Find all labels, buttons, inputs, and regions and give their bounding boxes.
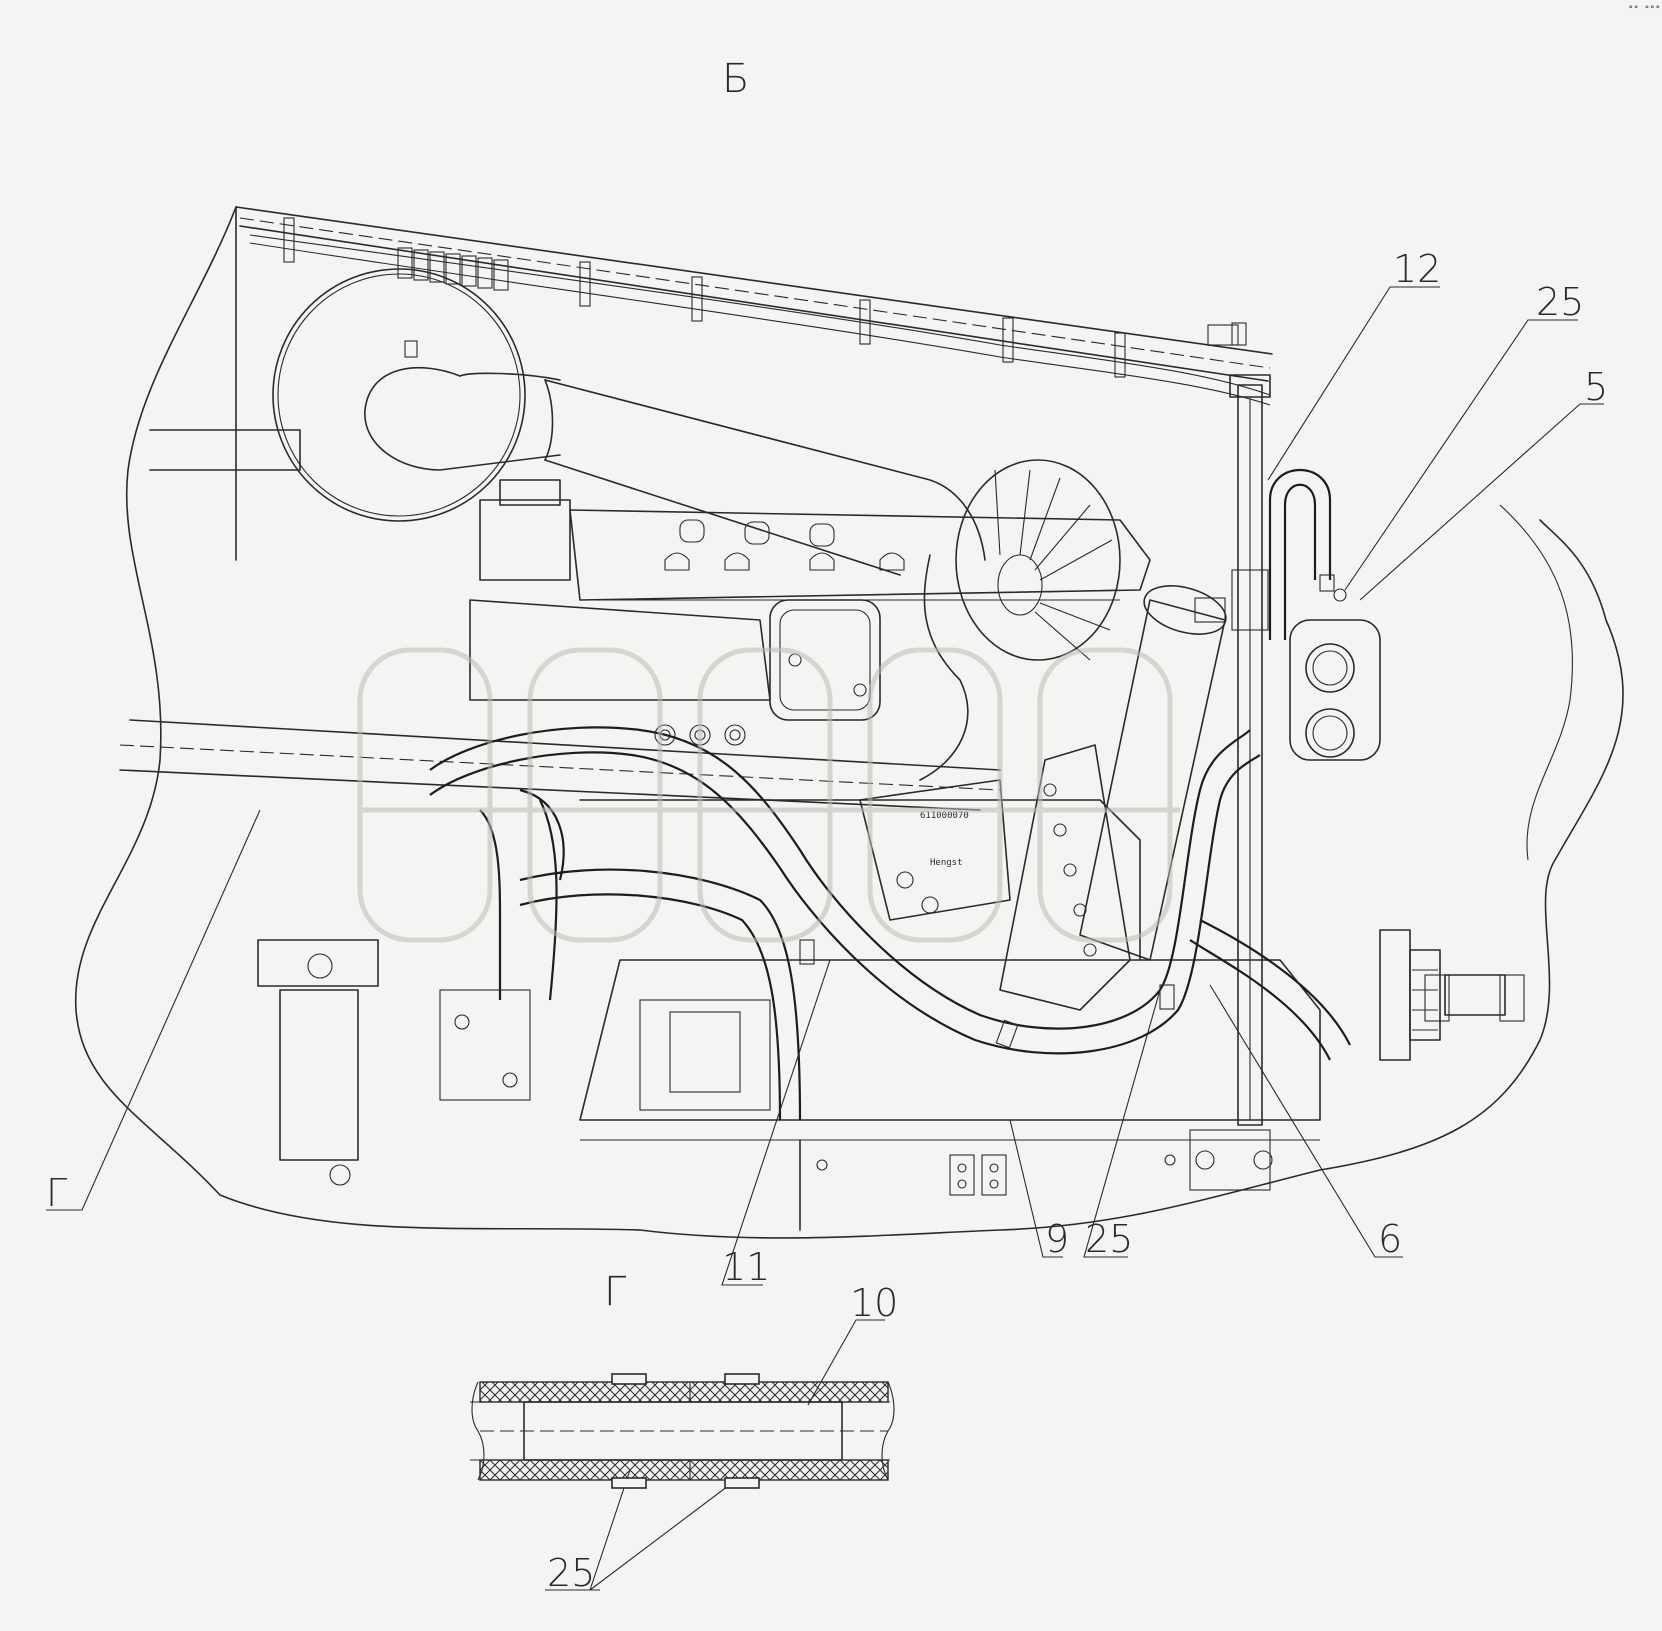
callout-6: 6 — [1378, 1217, 1402, 1261]
engine-block — [469, 479, 1151, 746]
part-number: 611000070 — [920, 811, 969, 821]
callout-25-section: 25 — [547, 1551, 595, 1595]
callout-25-bottom: 25 — [1085, 1217, 1133, 1261]
callout-9: 9 — [1045, 1217, 1069, 1261]
callout-5: 5 — [1584, 365, 1608, 409]
fuel-filter — [1079, 585, 1227, 961]
upper-frame-rail — [235, 206, 1273, 406]
left-bracket-assembly — [119, 206, 1001, 1186]
corner-marks: °° °°° — [1628, 5, 1661, 15]
callout-10: 10 — [850, 1281, 898, 1325]
watermark-logo — [357, 647, 1180, 943]
view-boundary-right — [1499, 504, 1573, 861]
section-title-g: Г — [604, 1269, 627, 1315]
view-boundary — [74, 206, 1624, 1239]
callout-25-top: 25 — [1536, 280, 1584, 324]
hose-section-view — [470, 1373, 895, 1489]
vertical-support-post — [1189, 374, 1273, 1191]
callout-12: 12 — [1393, 247, 1441, 291]
coolant-hose-main — [429, 726, 1261, 1055]
callout-leaders — [46, 286, 1604, 1591]
view-title-b: Б — [722, 56, 749, 102]
filter-module: 611000070 Hengst — [859, 744, 1131, 1011]
brand-plate: Hengst — [930, 858, 963, 868]
air-cleaner-housing — [272, 268, 561, 522]
coolant-hose-upper — [479, 788, 565, 1001]
lower-engine-structure — [579, 799, 1321, 1231]
hose-clamps — [799, 574, 1347, 1049]
turbocharger — [769, 459, 1121, 781]
coolant-pump — [1289, 619, 1525, 1061]
coolant-hose-right — [1189, 919, 1351, 1061]
callout-11: 11 — [722, 1245, 770, 1289]
heater-hose-loop — [1268, 468, 1332, 640]
section-callout-g: Г — [46, 1171, 67, 1215]
intake-duct — [544, 379, 986, 576]
coolant-hose-lower — [519, 868, 802, 1121]
